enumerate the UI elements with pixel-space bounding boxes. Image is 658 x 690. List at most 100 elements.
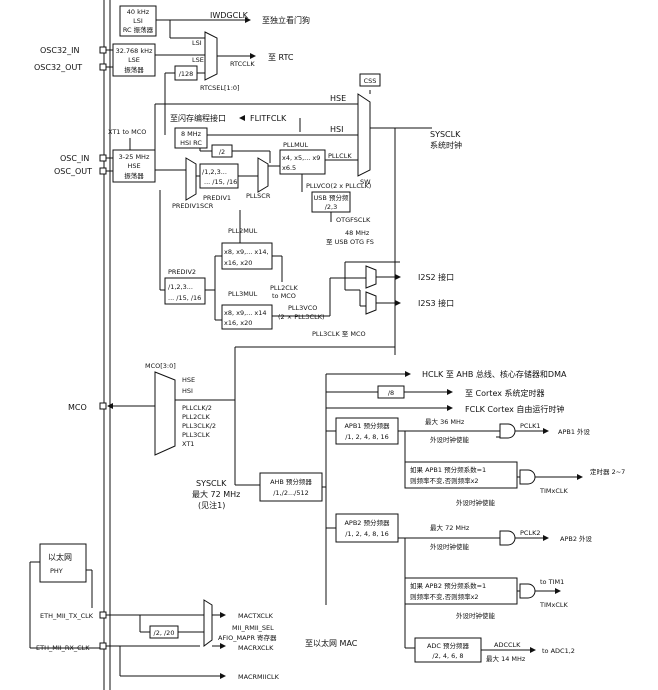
- flash-dest-label: 至闪存编程接口: [170, 113, 226, 123]
- svg-text:如果 APB2 预分频系数=1: 如果 APB2 预分频系数=1: [410, 581, 486, 590]
- timer27-label: 定时器 2~7: [590, 467, 625, 476]
- mco-pin: MCO: [68, 403, 87, 412]
- osc32-in-pin: OSC32_IN: [40, 46, 80, 55]
- svg-text:PLLCLK/2: PLLCLK/2: [182, 404, 212, 412]
- osc-out-pin: OSC_OUT: [54, 167, 92, 176]
- apb1-and-gate: [499, 423, 516, 439]
- svg-text:PLLSCR: PLLSCR: [246, 192, 271, 200]
- apb1-dest-label: APB1 外设: [558, 427, 591, 436]
- svg-text:HSI RC: HSI RC: [180, 139, 202, 147]
- svg-text:PCLK1: PCLK1: [520, 422, 540, 430]
- svg-text:HSI: HSI: [182, 387, 193, 395]
- svg-text:振荡器: 振荡器: [124, 65, 144, 74]
- apb2-timer-multiplier: [404, 577, 518, 605]
- svg-text:PLL2CLK: PLL2CLK: [182, 413, 210, 421]
- ahb-prescaler-box: [259, 472, 323, 502]
- hclk-label: HCLK 至 AHB 总线、核心存储器和DMA: [422, 369, 567, 379]
- svg-text:/128: /128: [179, 70, 194, 78]
- svg-text:PREDIV1: PREDIV1: [203, 194, 231, 202]
- svg-text:SW: SW: [360, 178, 371, 186]
- svg-text:x6.5: x6.5: [282, 164, 296, 172]
- prediv1scr-mux: [185, 157, 197, 201]
- css-box: [359, 73, 381, 87]
- svg-text:最大 36 MHz: 最大 36 MHz: [425, 417, 465, 426]
- svg-text:HSE: HSE: [127, 162, 140, 170]
- svg-text:PLL2CLK: PLL2CLK: [270, 284, 298, 292]
- svg-text:HSE: HSE: [182, 376, 195, 384]
- svg-text:外设时钟使能: 外设时钟使能: [456, 611, 496, 620]
- svg-text:则频率不变,否则频率x2: 则频率不变,否则频率x2: [410, 592, 479, 601]
- apb1-timer-multiplier: [404, 461, 518, 489]
- svg-text:最大 14 MHz: 最大 14 MHz: [486, 654, 526, 663]
- svg-text:USB 预分频: USB 预分频: [314, 193, 349, 202]
- svg-text:RTCCLK: RTCCLK: [230, 60, 255, 68]
- pll3mul-box: [221, 304, 273, 330]
- svg-text:/1, 2, 4, 8, 16: /1, 2, 4, 8, 16: [345, 433, 389, 441]
- sysclk-sw-mux: [357, 93, 371, 177]
- svg-text:SYSCLK: SYSCLK: [430, 130, 461, 139]
- svg-text:/2,3: /2,3: [325, 203, 338, 211]
- svg-text:则频率不变,否则频率x2: 则频率不变,否则频率x2: [410, 476, 479, 485]
- svg-text:PLL3CLK/2: PLL3CLK/2: [182, 422, 216, 430]
- svg-text:AFIO_MAPR 寄存器: AFIO_MAPR 寄存器: [218, 633, 277, 642]
- svg-text:PLL3CLK 至 MCO: PLL3CLK 至 MCO: [312, 330, 366, 338]
- mco-mux: [154, 371, 176, 456]
- svg-text:x16, x20: x16, x20: [224, 319, 252, 327]
- svg-text:RC 振荡器: RC 振荡器: [123, 25, 154, 34]
- svg-text:32.768 kHz: 32.768 kHz: [116, 47, 153, 55]
- apb2-dest-label: APB2 外设: [560, 534, 593, 543]
- macrxclk-label: MACRXCLK: [238, 644, 274, 652]
- svg-text:/1,2,3...: /1,2,3...: [202, 168, 227, 176]
- cortex-timer-label: 至 Cortex 系统定时器: [465, 388, 545, 398]
- adc-dest-label: to ADC1,2: [542, 647, 575, 655]
- svg-text:PREDIV2: PREDIV2: [168, 268, 196, 276]
- svg-text:PLL3CLK: PLL3CLK: [182, 431, 210, 439]
- svg-text:外设时钟使能: 外设时钟使能: [430, 435, 470, 444]
- svg-text:OTGFSCLK: OTGFSCLK: [336, 216, 371, 224]
- svg-text:3-25 MHz: 3-25 MHz: [119, 153, 150, 161]
- svg-text:LSI: LSI: [192, 39, 202, 47]
- svg-text:48 MHz: 48 MHz: [345, 229, 370, 237]
- svg-text:MCO[3:0]: MCO[3:0]: [145, 362, 176, 370]
- iwdgclk-label: IWDGCLK: [210, 11, 249, 20]
- svg-text:/2, 4, 6, 8: /2, 4, 6, 8: [432, 652, 463, 660]
- i2s2-mux: [365, 265, 377, 289]
- svg-text:x4, x5,... x9: x4, x5,... x9: [282, 154, 320, 162]
- rtc-mux: [204, 31, 218, 81]
- mactxclk-label: MACTXCLK: [238, 612, 274, 620]
- rtc-dest-label: 至 RTC: [268, 53, 294, 62]
- svg-text:以太网: 以太网: [48, 552, 72, 562]
- svg-text:如果 APB1 预分频系数=1: 如果 APB1 预分频系数=1: [410, 465, 486, 474]
- svg-text:最大 72 MHz: 最大 72 MHz: [430, 523, 470, 532]
- svg-text:APB2 预分频器: APB2 预分频器: [344, 518, 390, 527]
- i2s3-label: I2S3 接口: [418, 298, 454, 308]
- macrmiiclk-label: MACRMIICLK: [238, 673, 280, 681]
- svg-text:ADCCLK: ADCCLK: [494, 641, 521, 649]
- svg-text:/1,/2.../512: /1,/2.../512: [273, 489, 309, 497]
- pll2mul-box: [221, 242, 273, 270]
- svg-text:PLLVCO(2 x PLLCLK): PLLVCO(2 x PLLCLK): [306, 182, 371, 190]
- osc32-out-pin: OSC32_OUT: [34, 63, 82, 72]
- pllscr-mux: [257, 157, 269, 193]
- svg-text:至 USB OTG FS: 至 USB OTG FS: [326, 238, 374, 246]
- svg-text:/8: /8: [388, 389, 394, 397]
- svg-text:x16, x20: x16, x20: [224, 259, 252, 267]
- svg-text:PLLCLK: PLLCLK: [328, 152, 352, 160]
- svg-text:(见注1): (见注1): [198, 500, 225, 510]
- svg-text:/2: /2: [219, 148, 225, 156]
- svg-text:外设时钟使能: 外设时钟使能: [456, 498, 496, 507]
- svg-text:TIMxCLK: TIMxCLK: [539, 601, 569, 609]
- svg-text:to MCO: to MCO: [272, 292, 296, 300]
- tim1-and-gate: [519, 583, 536, 599]
- hsi-rc-oscillator: [174, 127, 208, 149]
- svg-text:SYSCLK: SYSCLK: [196, 479, 227, 488]
- apb2-prescaler-box: [335, 513, 399, 543]
- ethernet-phy-box: [39, 543, 87, 583]
- svg-text:AHB 预分频器: AHB 预分频器: [270, 477, 312, 486]
- svg-text:PCLK2: PCLK2: [520, 529, 540, 537]
- osc-in-pin: OSC_IN: [60, 154, 89, 163]
- mii-rmii-mux: [203, 599, 213, 647]
- svg-text:PLL3VCO: PLL3VCO: [288, 304, 317, 312]
- prediv2-box: [164, 277, 206, 305]
